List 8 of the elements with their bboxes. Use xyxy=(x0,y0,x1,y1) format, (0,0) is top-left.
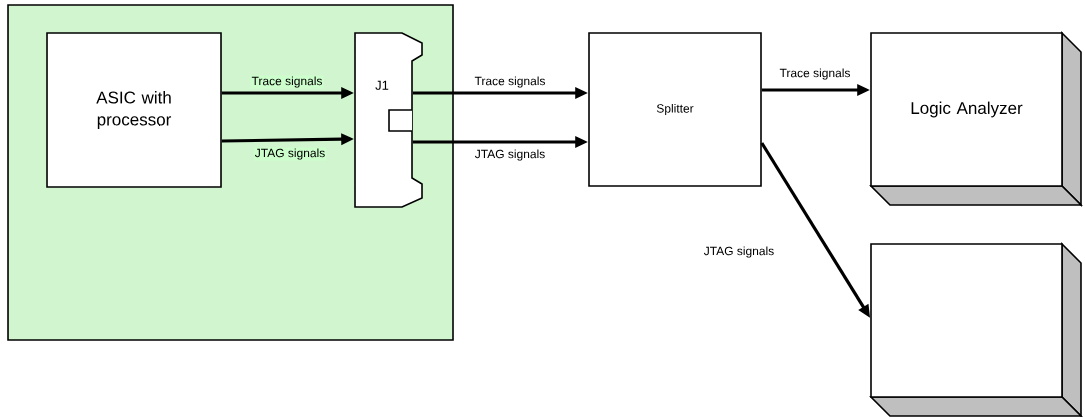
edge-label: JTAG signals xyxy=(253,147,327,161)
edge-label: Trace signals xyxy=(473,75,547,89)
process-box: ASIC with processor xyxy=(46,32,222,188)
process-box: Splitter xyxy=(588,32,762,187)
edge-label: Trace signals xyxy=(778,67,852,81)
edge-label: JTAG signals xyxy=(702,245,776,259)
edge-label: JTAG signals xyxy=(473,148,547,162)
edge-label: Trace signals xyxy=(250,75,324,89)
